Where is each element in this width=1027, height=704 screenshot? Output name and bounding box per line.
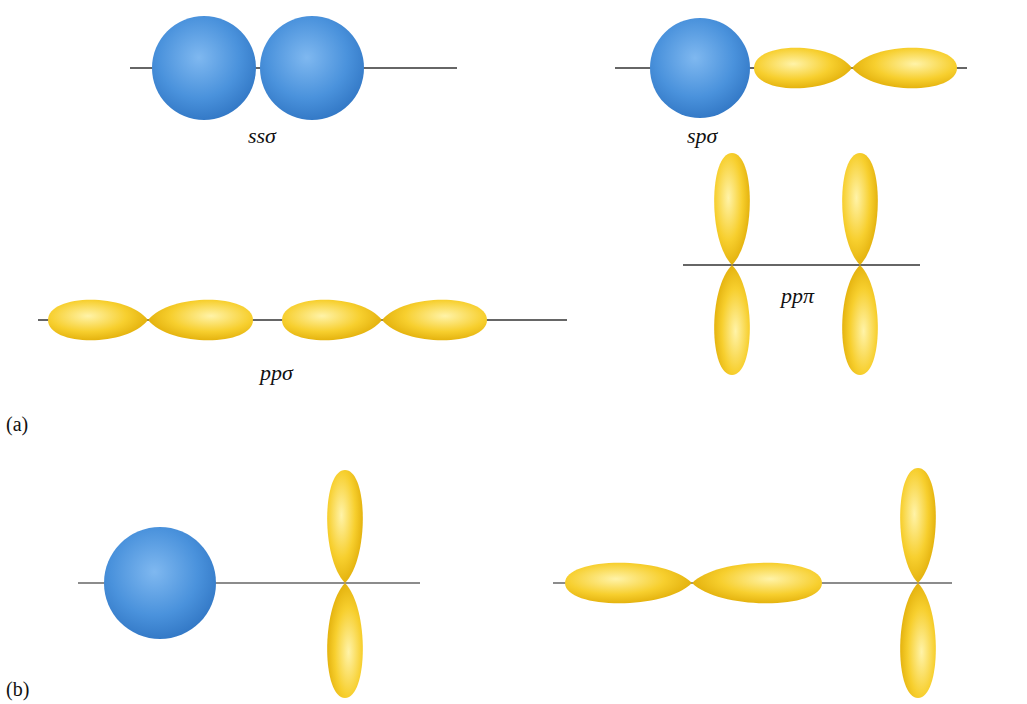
panel-label: (b)	[4, 678, 31, 700]
panel-label: (a)	[4, 413, 30, 435]
bond-label: ppπ	[779, 284, 816, 308]
bond-label: ppσ	[258, 361, 295, 385]
s-orbital	[260, 16, 364, 120]
p-orbital	[842, 153, 878, 375]
p-orbital	[565, 563, 822, 604]
p-orbital	[282, 300, 487, 341]
p-orbital	[714, 153, 750, 375]
bond-label: ssσ	[246, 124, 278, 148]
s-orbital	[650, 18, 750, 118]
p-orbital	[327, 470, 363, 698]
axis-line	[683, 264, 920, 266]
s-orbital	[104, 527, 216, 639]
s-orbital	[152, 16, 256, 120]
p-orbital	[48, 300, 253, 341]
p-orbital	[754, 48, 957, 89]
bond-label: spσ	[685, 124, 719, 148]
p-orbital	[900, 468, 936, 698]
